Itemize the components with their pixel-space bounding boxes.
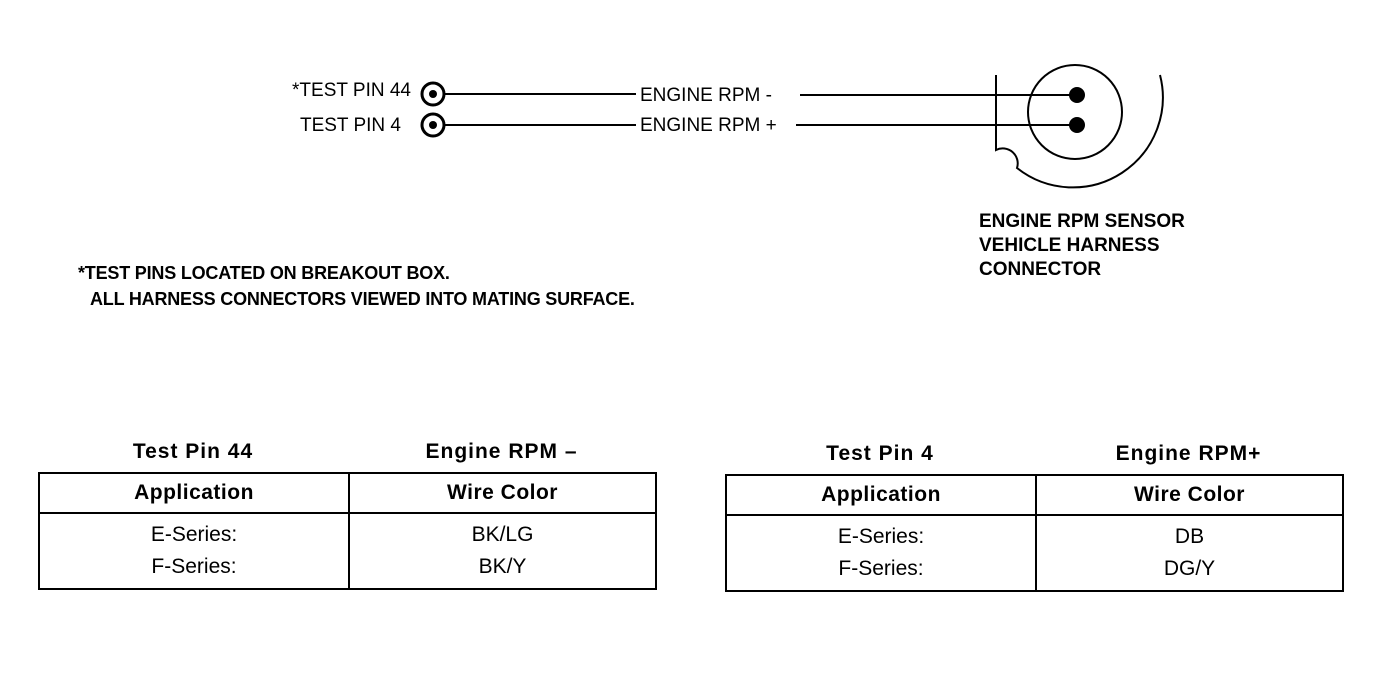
table-pin-heading: Test Pin 4: [826, 442, 934, 465]
table-signal-heading: Engine RPM+: [1115, 442, 1262, 465]
test-pin-44-label: *TEST PIN 44: [292, 80, 411, 101]
table-pin-heading: Test Pin 44: [132, 440, 254, 463]
connector-pin-plus-icon: [1069, 117, 1085, 133]
wire-color-table: Application Wire Color E-Series: DB F-Se…: [725, 474, 1344, 592]
test-pin-4-terminal-icon: [420, 112, 446, 138]
cell-wire-color: DG/Y: [1035, 552, 1344, 592]
table-row: E-Series: BK/LG: [38, 513, 657, 550]
test-pin-44-terminal-icon: [420, 81, 446, 107]
note-connectors: ALL HARNESS CONNECTORS VIEWED INTO MATIN…: [90, 289, 635, 309]
table-row: F-Series: BK/Y: [38, 550, 657, 590]
table-row: E-Series: DB: [725, 515, 1344, 552]
column-header-wire-color: Wire Color: [348, 472, 657, 514]
column-header-wire-color: Wire Color: [1035, 474, 1344, 516]
signal-label-engine-rpm-plus: ENGINE RPM +: [640, 115, 777, 136]
cell-wire-color: BK/LG: [348, 513, 657, 550]
sensor-connector-icon: [995, 64, 1164, 189]
diagram-notes: *TEST PINS LOCATED ON BREAKOUT BOX. ALL …: [78, 260, 635, 312]
cell-application: E-Series:: [725, 515, 1037, 552]
cell-wire-color: DB: [1035, 515, 1344, 552]
cell-application: F-Series:: [38, 550, 350, 590]
table-row: F-Series: DG/Y: [725, 552, 1344, 592]
cell-application: E-Series:: [38, 513, 350, 550]
table-header-row: Test Pin 4 Engine RPM+: [725, 442, 1342, 474]
connector-label-line-2: VEHICLE HARNESS: [979, 235, 1160, 256]
connector-pin-minus-icon: [1069, 87, 1085, 103]
cell-application: F-Series:: [725, 552, 1037, 592]
wire-color-table: Application Wire Color E-Series: BK/LG F…: [38, 472, 657, 590]
column-header-application: Application: [725, 474, 1037, 516]
table-signal-heading: Engine RPM –: [425, 440, 578, 463]
signal-label-engine-rpm-minus: ENGINE RPM -: [640, 85, 772, 106]
cell-wire-color: BK/Y: [348, 550, 657, 590]
note-test-pins: *TEST PINS LOCATED ON BREAKOUT BOX.: [78, 263, 450, 283]
test-pin-4-label: TEST PIN 4: [300, 115, 401, 136]
connector-label-line-3: CONNECTOR: [979, 259, 1101, 280]
wire-table-test-pin-44: Test Pin 44 Engine RPM – Application Wir…: [38, 440, 657, 590]
table-header-row: Test Pin 44 Engine RPM –: [38, 440, 655, 472]
connector-label-line-1: ENGINE RPM SENSOR: [979, 211, 1185, 232]
column-header-application: Application: [38, 472, 350, 514]
wire-table-test-pin-4: Test Pin 4 Engine RPM+ Application Wire …: [725, 442, 1344, 592]
